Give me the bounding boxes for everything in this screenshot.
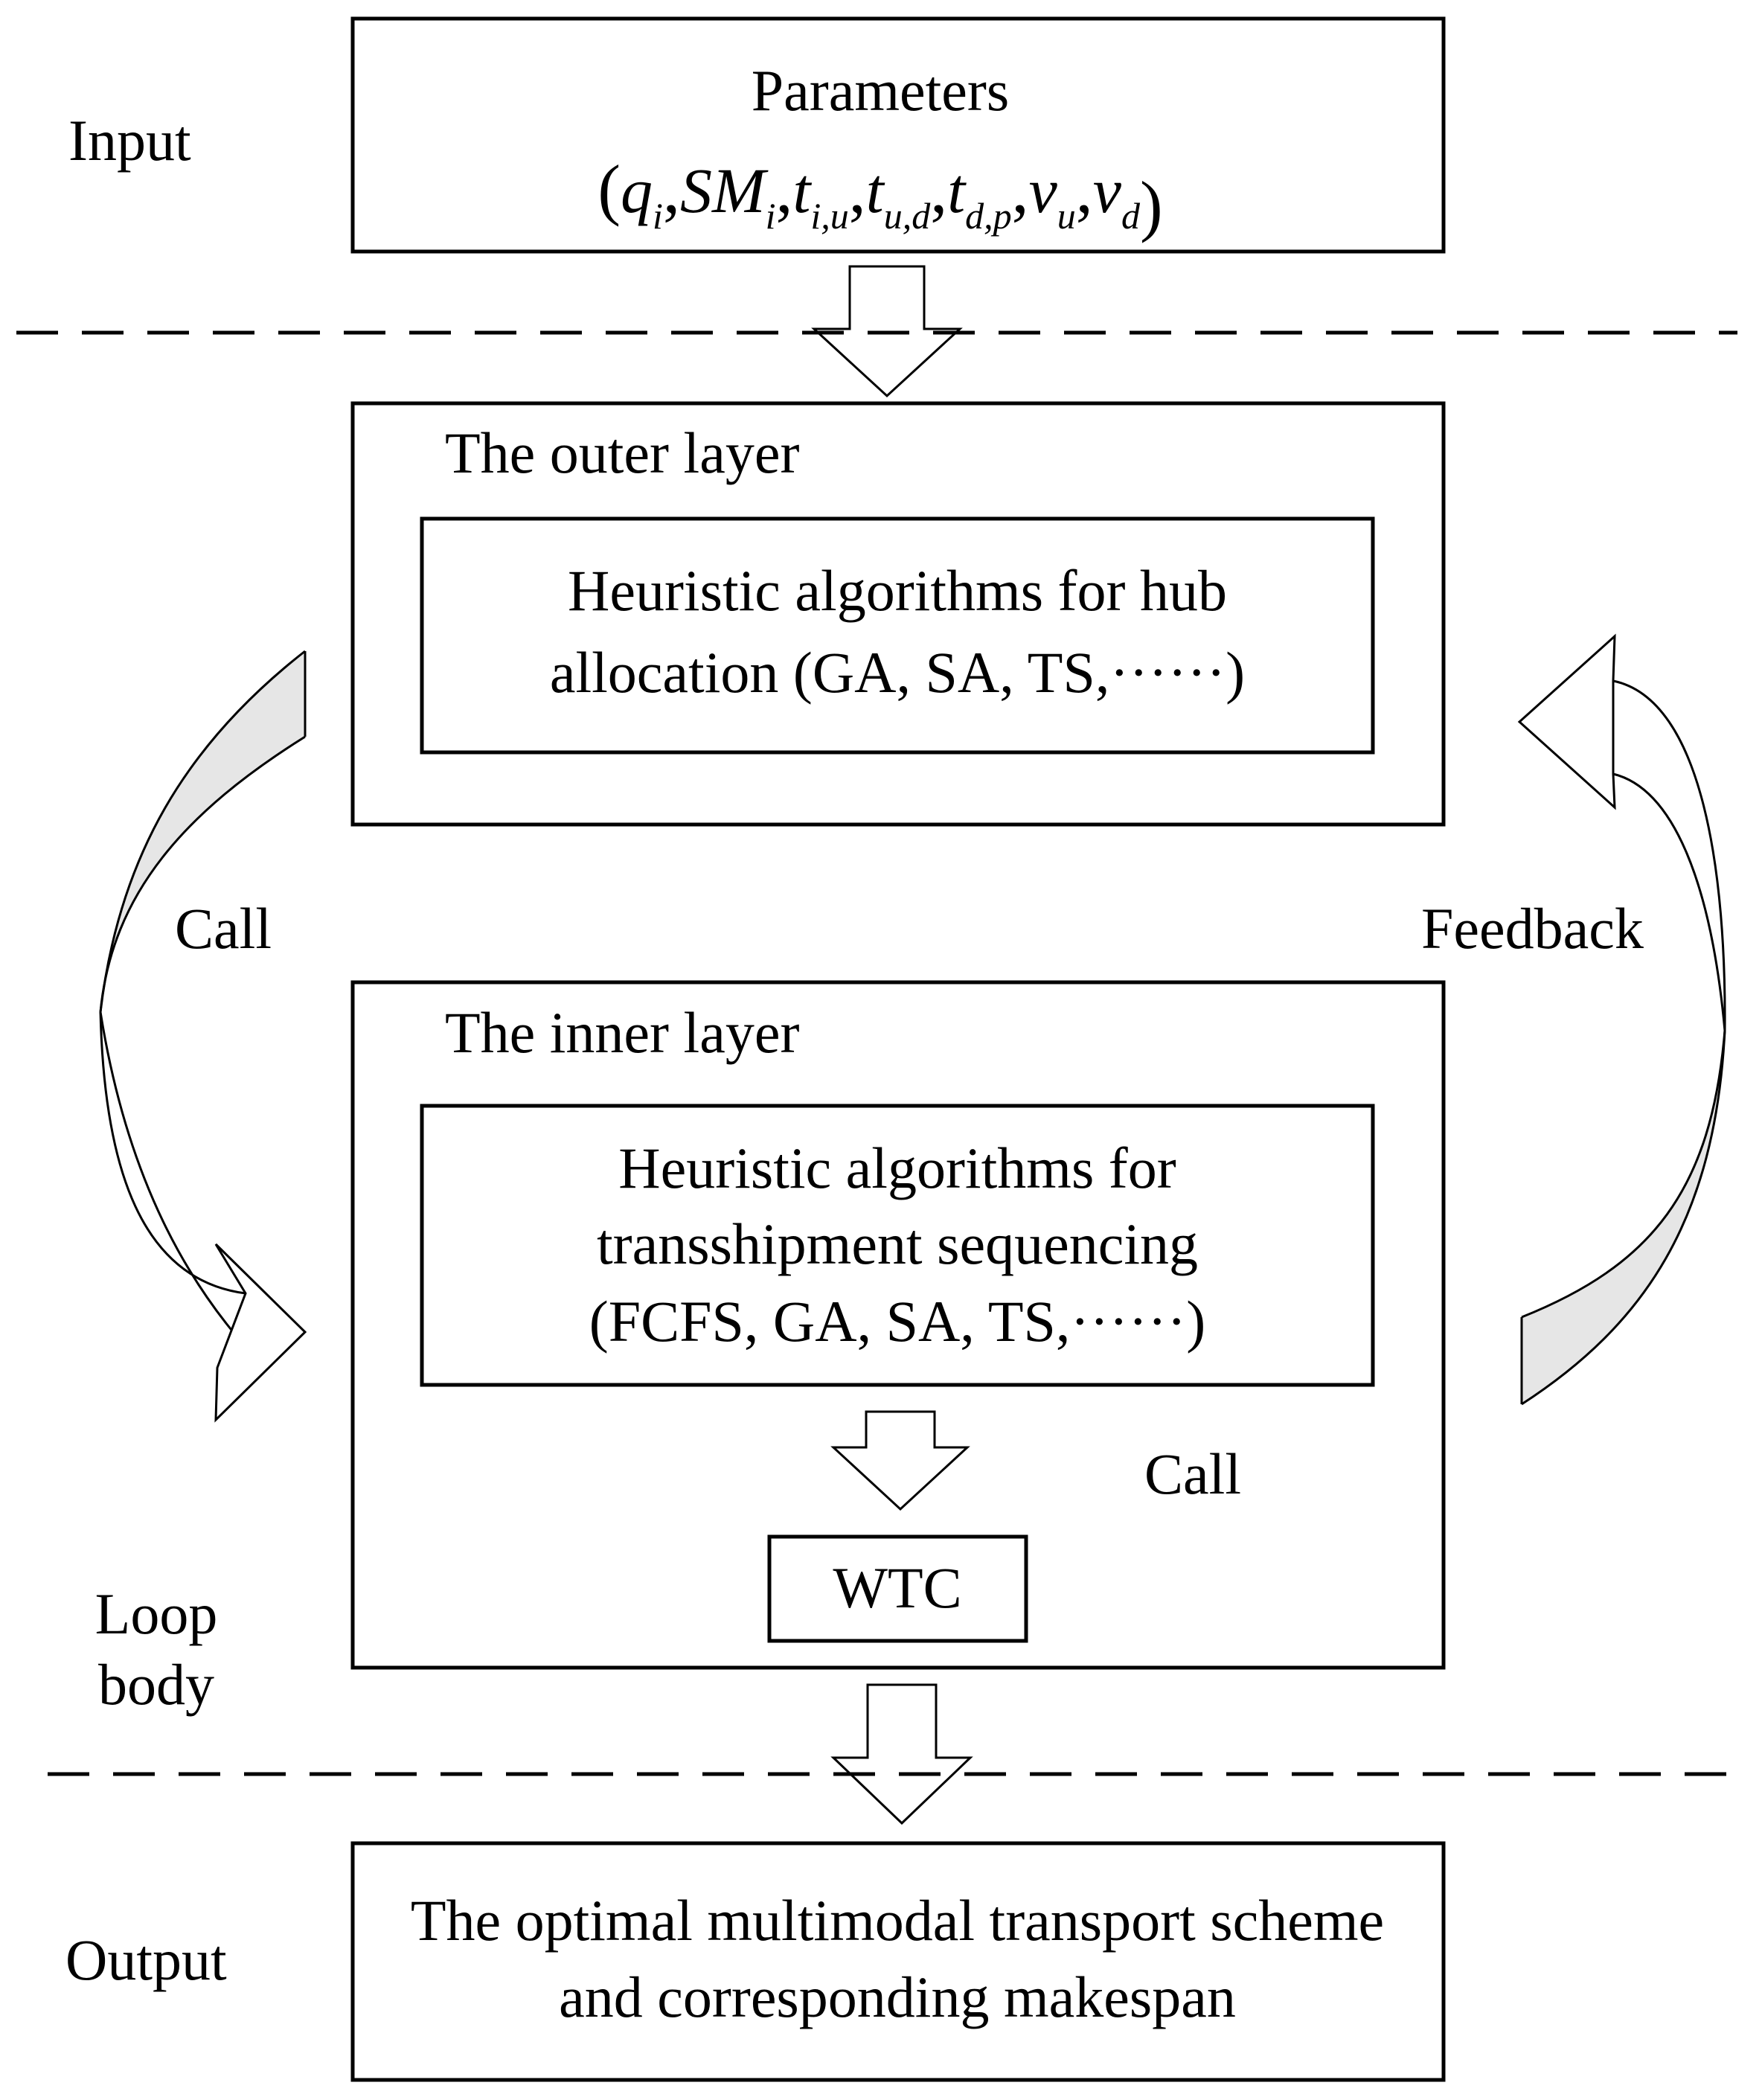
output-box (350, 1841, 1446, 2082)
formula-term-base: t (866, 155, 885, 226)
call-left-label: Call (175, 896, 272, 961)
formula-term-subscript: u (1057, 195, 1076, 237)
hub-allocation-box (420, 516, 1375, 755)
transshipment-line1: Heuristic algorithms for (618, 1136, 1176, 1200)
down-arrow-icon (830, 1410, 970, 1511)
output-label: Output (65, 1927, 227, 1992)
formula-term-subscript: d,p (965, 195, 1012, 237)
wtc-label: WTC (833, 1555, 961, 1620)
down-arrow-icon (830, 1683, 973, 1825)
transshipment-sequencing-box (420, 1104, 1375, 1387)
output-line2: and corresponding makespan (559, 1965, 1236, 2029)
formula-term-subscript: d (1121, 195, 1141, 237)
outer-layer-title: The outer layer (445, 420, 799, 485)
inner-call-label: Call (1144, 1441, 1241, 1506)
hub-allocation-line1: Heuristic algorithms for hub (568, 558, 1227, 623)
inner-layer-title: The inner layer (445, 1000, 799, 1065)
output-line1: The optimal multimodal transport scheme (411, 1888, 1384, 1953)
formula-term-subscript: i,u (810, 195, 848, 237)
feedback-curved-arrow-icon (1517, 633, 1726, 1406)
parameters-title: Parameters (752, 58, 1010, 123)
transshipment-line3: (FCFS, GA, SA, TS,······) (589, 1289, 1205, 1354)
formula-term-base: q (621, 155, 653, 226)
formula-term-base: t (792, 155, 812, 226)
transshipment-line2: transshipment sequencing (597, 1211, 1198, 1276)
formula-term-base: v (1029, 155, 1058, 226)
input-label: Input (68, 108, 191, 173)
formula-term-base: v (1093, 155, 1122, 226)
loop-body-line1: Loop (95, 1581, 218, 1646)
formula-term-base: SM (680, 155, 769, 226)
parameters-formula: (qi,SMi,ti,u,tu,d,td,p,vu,vd) (598, 151, 1162, 243)
call-curved-arrow-icon (99, 650, 307, 1423)
formula-term-subscript: i (766, 195, 776, 237)
loop-body-line2: body (98, 1652, 214, 1717)
feedback-label: Feedback (1421, 896, 1644, 961)
formula-term-subscript: u,d (884, 195, 932, 237)
hub-allocation-line2: allocation (GA, SA, TS,······) (550, 640, 1245, 705)
wtc-box (767, 1534, 1028, 1643)
parameters-box (350, 16, 1446, 254)
formula-term-base: t (947, 155, 967, 226)
formula-term-subscript: i (653, 195, 663, 237)
